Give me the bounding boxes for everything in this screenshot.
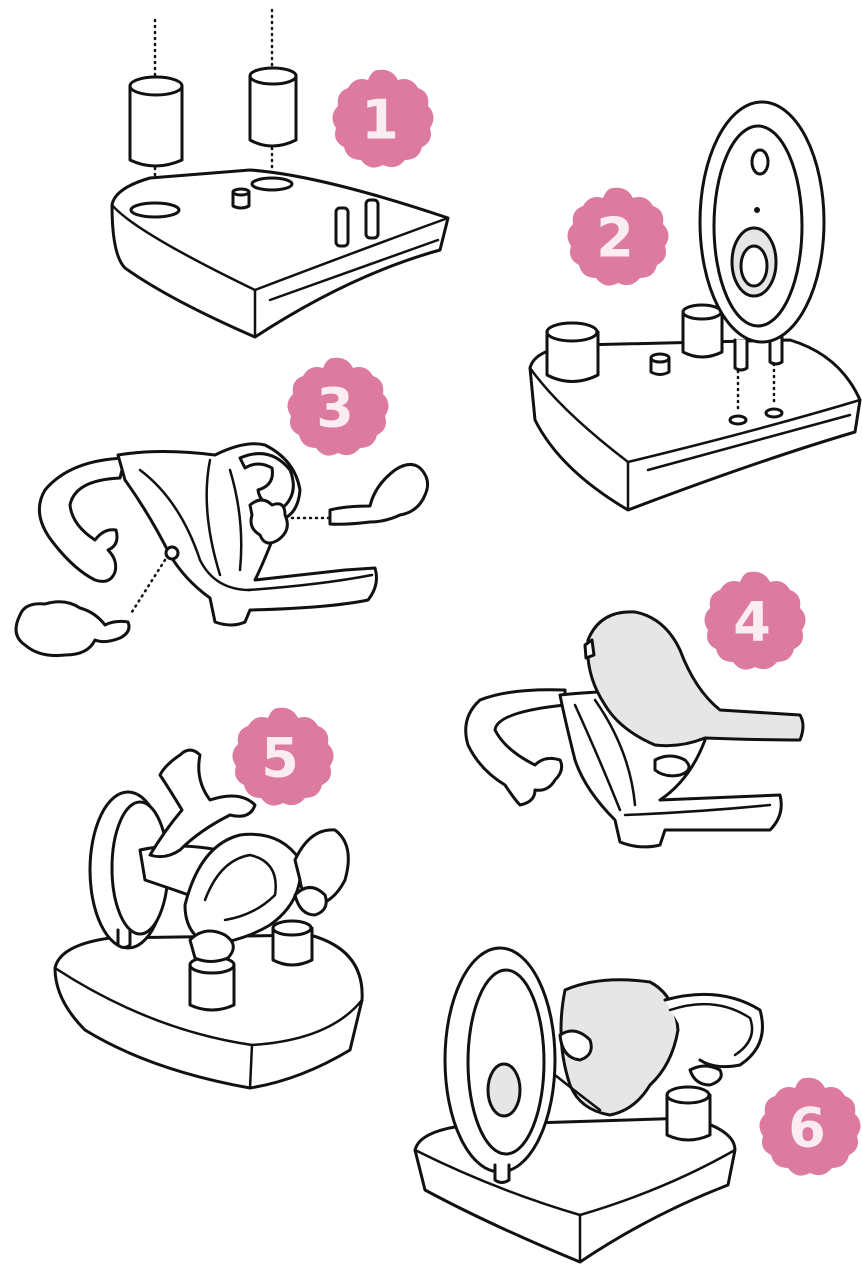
step-6-number: 6 [788, 1097, 826, 1160]
step-6-badge: 6 [759, 1078, 860, 1176]
step-2-illustration [530, 102, 860, 510]
step-2-badge: 2 [567, 188, 668, 286]
step-2-number: 2 [596, 207, 634, 270]
step-5-number: 5 [261, 727, 299, 790]
step-3-illustration [16, 444, 428, 656]
step-1-badge: 1 [332, 70, 433, 168]
step-5-badge: 5 [232, 708, 333, 806]
step-3-badge: 3 [287, 358, 388, 456]
step-3-number: 3 [316, 377, 354, 440]
step-4-badge: 4 [704, 572, 805, 670]
step-1-illustration [112, 10, 448, 337]
step-5-illustration [55, 750, 362, 1088]
step-6-illustration [415, 948, 763, 1262]
step-4-number: 4 [733, 591, 771, 654]
step-1-number: 1 [361, 89, 399, 152]
